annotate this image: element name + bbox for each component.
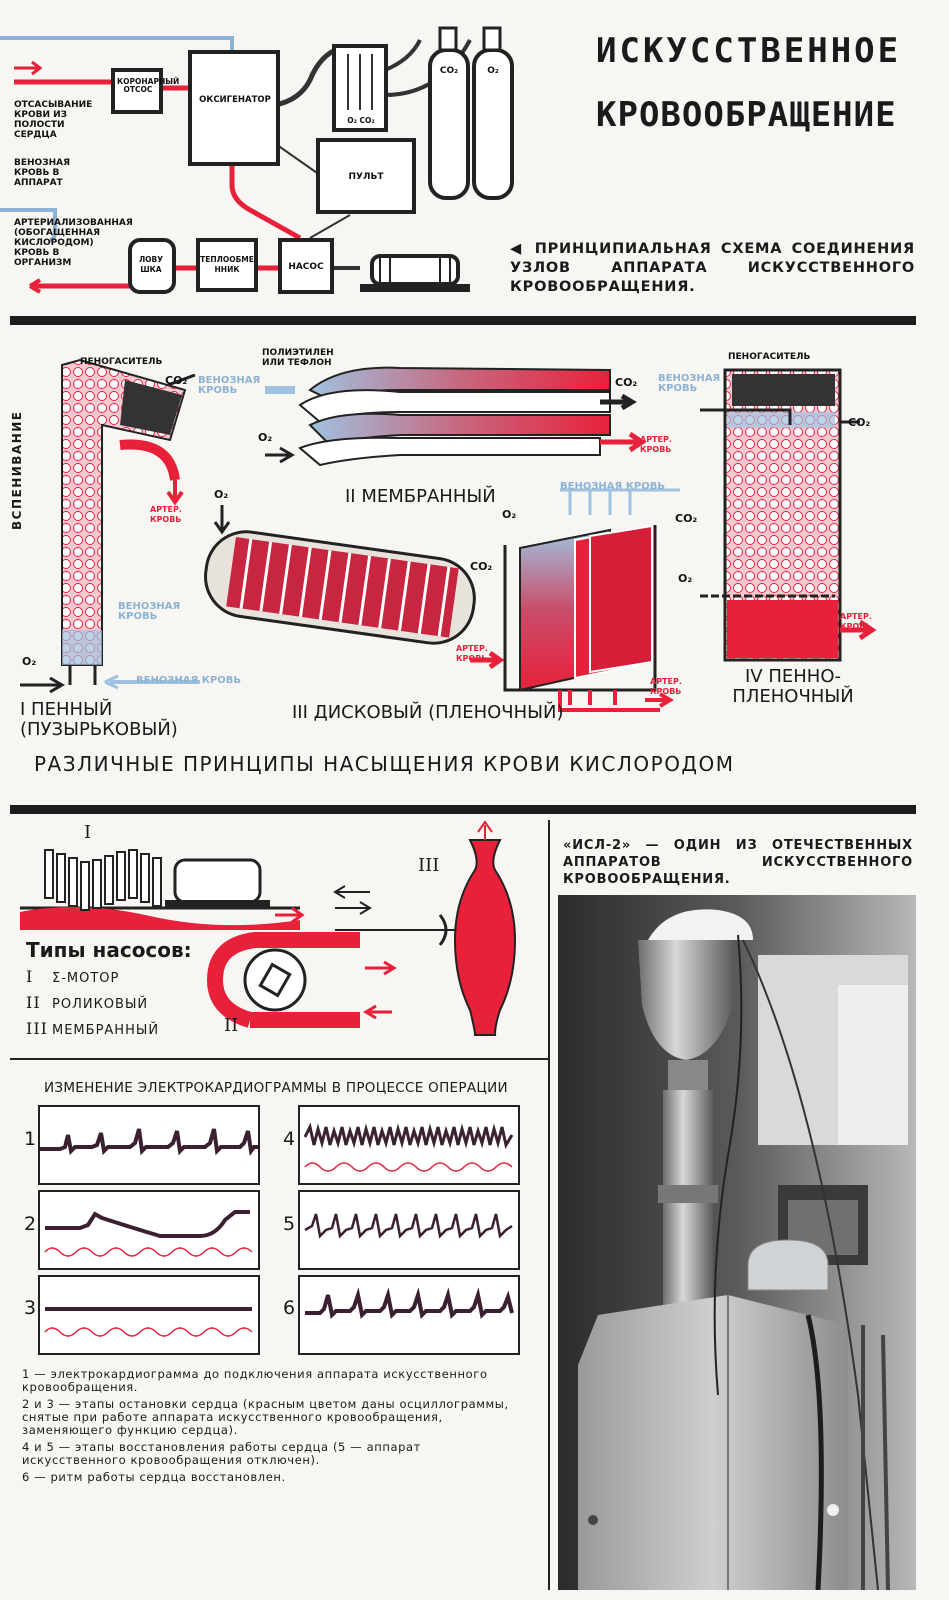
co2-label-5: CO₂ (848, 416, 871, 429)
venous-label-4: ВЕНОЗНАЯ КРОВЬ (560, 481, 665, 492)
o2-label-2: O₂ (258, 431, 273, 444)
schema-caption: ◀ ПРИНЦИПИАЛЬНАЯ СХЕМА СОЕДИНЕНИЯ УЗЛОВ … (510, 241, 915, 295)
pump-item-2-label: РОЛИКОВЫЙ (52, 997, 149, 1012)
ekg-legend-4: 6 — ритм работы сердца восстановлен. (22, 1470, 286, 1484)
ekg-num-4: 4 (283, 1128, 296, 1150)
circulation-schematic (0, 26, 514, 294)
ekg-panel-6 (298, 1275, 520, 1355)
ekg-num-5: 5 (283, 1213, 296, 1235)
ekg-num-3: 3 (24, 1297, 37, 1319)
pump-item-3: III МЕМБРАННЫЙ (26, 1017, 159, 1043)
ekg-panel-2 (38, 1190, 260, 1270)
ekg-panel-4 (298, 1105, 520, 1185)
coronary-block-label: КОРОНАРНЫЙ ОТСОС (117, 77, 180, 94)
defoamer-label-2: ПЕНОГАСИТЕЛЬ (728, 352, 811, 362)
pump-list: I Σ-МОТОР II РОЛИКОВЫЙ III МЕМБРАННЫЙ (26, 965, 159, 1043)
cylinder-o2-label: O₂ (487, 66, 499, 76)
type4-label: IV ПЕННО- ПЛЕНОЧНЫЙ (732, 666, 854, 707)
pump-item-1-num: I (26, 967, 34, 986)
co2-label-4: CO₂ (675, 512, 698, 525)
suction-label: ОТСАСЫВАНИЕ КРОВИ ИЗ ПОЛОСТИ СЕРДЦА (14, 100, 93, 140)
o2-label-1: O₂ (22, 655, 37, 668)
oxygenation-heading: РАЗЛИЧНЫЕ ПРИНЦИПЫ НАСЫЩЕНИЯ КРОВИ КИСЛО… (34, 752, 735, 776)
arterial-label-5: АРТЕР. КРОВЬ (840, 612, 872, 631)
venous-in-label: ВЕНОЗНАЯ КРОВЬ В АППАРАТ (14, 158, 71, 188)
venous-label-5: ВЕНОЗНАЯ КРОВЬ (658, 373, 721, 394)
ekg-num-1: 1 (24, 1128, 37, 1150)
ekg-legend-2: 2 и 3 — этапы остановки сердца (красным … (22, 1397, 509, 1437)
type1-label: I ПЕННЫЙ (ПУЗЫРЬКОВЫЙ) (20, 699, 178, 740)
ekg-num-2: 2 (24, 1213, 37, 1235)
arterial-out-label: АРТЕРИАЛИЗОВАННАЯ (ОБОГАЩЕННАЯ КИСЛОРОДО… (14, 218, 133, 268)
cylinder-co2-label: CO₂ (439, 66, 459, 76)
ekg-heading: ИЗМЕНЕНИЕ ЭЛЕКТРОКАРДИОГРАММЫ В ПРОЦЕССЕ… (44, 1080, 508, 1096)
column-divider (548, 820, 550, 1590)
pump-mark-3: III (418, 855, 440, 876)
poly-label: ПОЛИЭТИЛЕН ИЛИ ТЕФЛОН (262, 348, 334, 368)
arterial-label-1: АРТЕР. КРОВЬ (150, 505, 182, 524)
o2-label-4: O₂ (502, 508, 517, 521)
co2-label-2: CO₂ (615, 376, 638, 389)
pump-item-2-num: II (26, 993, 41, 1012)
pump-item-3-num: III (26, 1019, 48, 1038)
o2-label-5: O₂ (678, 572, 693, 585)
pump-item-3-label: МЕМБРАННЫЙ (52, 1023, 160, 1038)
pump-item-2: II РОЛИКОВЫЙ (26, 991, 159, 1017)
ekg-panel-1 (38, 1105, 260, 1185)
co2-label-3: CO₂ (470, 560, 493, 573)
foaming-label: ВСПЕНИВАНИЕ (10, 410, 24, 531)
ekg-panel-5 (298, 1190, 520, 1270)
co2-label-1: CO₂ (165, 374, 188, 387)
ekg-legend-3: 4 и 5 — этапы восстановления работы серд… (22, 1440, 421, 1467)
photo-caption: «ИСЛ-2» — ОДИН ИЗ ОТЕЧЕСТВЕННЫХ АППАРАТО… (563, 838, 913, 887)
o2-label-3: O₂ (214, 488, 229, 501)
venous-label-1: ВЕНОЗНАЯ КРОВЬ (136, 675, 241, 686)
arterial-label-4: АРТЕР. КРОВЬ (650, 677, 682, 696)
pump-block-label: НАСОС (288, 262, 324, 272)
divider-top (10, 316, 916, 325)
title-line-1: ИСКУССТВЕННОЕ (596, 31, 902, 71)
ekg-num-6: 6 (283, 1297, 296, 1319)
ekg-legend: 1 — электрокардиограмма до подключения а… (22, 1368, 522, 1484)
divider-middle (10, 805, 916, 814)
pump-mark-1: I (84, 822, 92, 843)
defoamer-label-1: ПЕНОГАСИТЕЛЬ (80, 357, 163, 367)
type2-label: II МЕМБРАННЫЙ (345, 486, 496, 507)
pump-item-1-label: Σ-МОТОР (52, 971, 120, 986)
isl2-photo (558, 895, 916, 1590)
venous-label-2: ВЕНОЗНАЯ КРОВЬ (198, 375, 261, 396)
ekg-panel-3 (38, 1275, 260, 1355)
venous-label-3: ВЕНОЗНАЯ КРОВЬ (118, 601, 181, 622)
arterial-label-2: АРТЕР. КРОВЬ (640, 435, 672, 454)
pump-diagrams (20, 820, 517, 1036)
heat-exchanger-label: ТЕПЛООБМЕННИК (200, 255, 254, 274)
trap-block-label: ЛОВУШКА (138, 255, 164, 274)
ekg-legend-1: 1 — электрокардиограмма до подключения а… (22, 1367, 488, 1394)
arterial-label-3: АРТЕР. КРОВЬ (456, 644, 488, 663)
console-block-label: ПУЛЬТ (348, 172, 384, 182)
oxygenator-block-label: ОКСИГЕНАТОР (199, 95, 271, 105)
title-line-2: КРОВООБРАЩЕНИЕ (596, 95, 897, 135)
pump-mark-2: II (224, 1015, 239, 1036)
type3-label: III ДИСКОВЫЙ (ПЛЕНОЧНЫЙ) (292, 702, 564, 723)
pump-item-1: I Σ-МОТОР (26, 965, 159, 991)
gas-meter-label: O₂ CO₂ (347, 116, 375, 125)
oxygenator-diagrams (20, 358, 877, 712)
pumps-divider (10, 1058, 548, 1060)
pumps-heading: Типы насосов: (26, 938, 192, 962)
title: ИСКУССТВЕННОЕ КРОВООБРАЩЕНИЕ (596, 30, 926, 136)
